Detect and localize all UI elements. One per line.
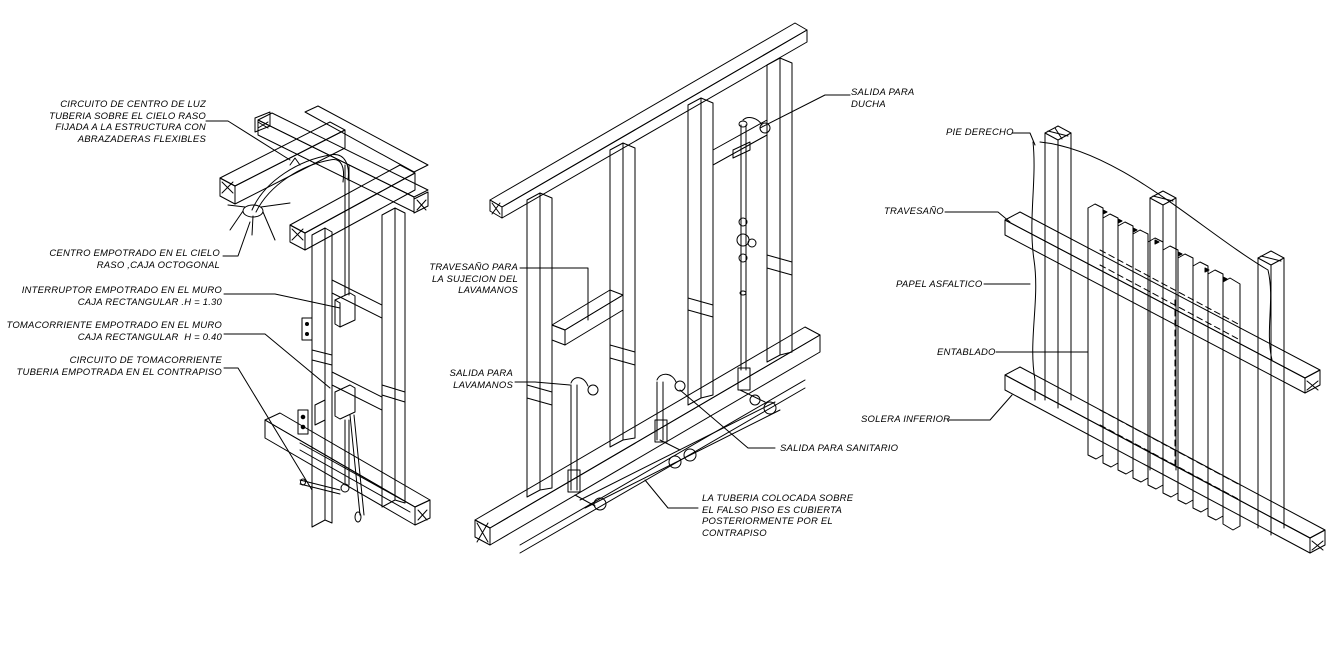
label-sink-outlet: SALIDA PARA LAVAMANOS [449, 368, 513, 391]
left-wall-frame [220, 106, 430, 527]
label-stud: PIE DERECHO [946, 127, 1014, 138]
leader-lines [206, 95, 1088, 508]
label-boards: ENTABLADO [937, 347, 996, 358]
right-wall-frame [1005, 126, 1325, 553]
middle-wall-frame [475, 23, 820, 553]
label-ceiling-box: CENTRO EMPOTRADO EN EL CIELO RASO ,CAJA … [49, 248, 220, 271]
label-switch: INTERRUPTOR EMPOTRADO EN EL MURO CAJA RE… [21, 285, 222, 308]
label-crossbar-sink: TRAVESAÑO PARA LA SUJECION DEL LAVAMANOS [429, 262, 518, 296]
label-outlet-circuit: CIRCUITO DE TOMACORRIENTE TUBERIA EMPOTR… [16, 355, 222, 378]
left-conduits [228, 155, 364, 522]
label-sill: SOLERA INFERIOR [861, 414, 951, 425]
middle-pipes [568, 118, 780, 510]
label-crossbar: TRAVESAÑO [884, 206, 944, 217]
label-sanitary: SALIDA PARA SANITARIO [780, 443, 899, 454]
label-paper: PAPEL ASFALTICO [896, 279, 983, 290]
label-shower: SALIDA PARA DUCHA [851, 87, 915, 110]
label-ceiling-circuit: CIRCUITO DE CENTRO DE LUZ TUBERIA SOBRE … [49, 99, 206, 145]
label-pipe-note: LA TUBERIA COLOCADA SOBRE EL FALSO PISO … [702, 493, 854, 539]
right-boards [1088, 204, 1240, 530]
label-outlet: TOMACORRIENTE EMPOTRADO EN EL MURO CAJA … [6, 320, 222, 343]
